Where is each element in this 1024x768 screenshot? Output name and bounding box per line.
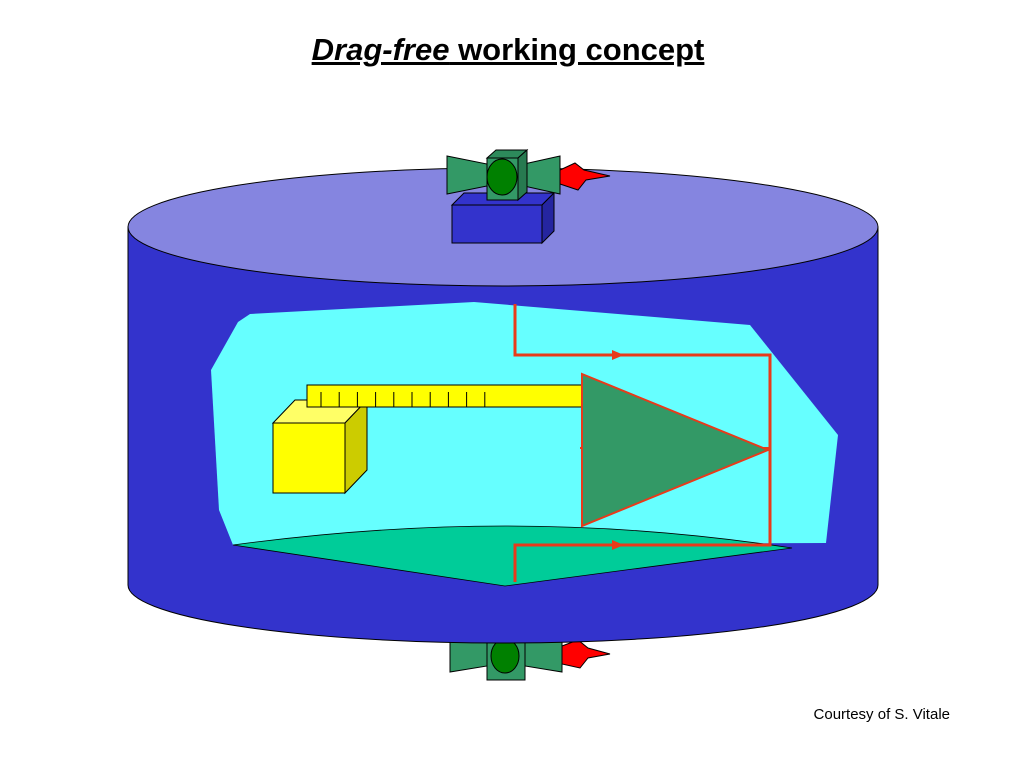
cavity-floor bbox=[232, 525, 793, 587]
top-exhaust-flame-icon bbox=[559, 162, 611, 191]
yellow-cube bbox=[271, 398, 369, 495]
page-title: Drag-free working concept bbox=[0, 32, 1016, 68]
scale-beam bbox=[306, 384, 586, 408]
thruster-base-front bbox=[451, 204, 543, 244]
lower-arrow-icon bbox=[612, 540, 624, 550]
triangle-sensor bbox=[581, 372, 771, 528]
title-emphasis: Drag-free bbox=[311, 32, 450, 67]
bottom-thruster-nozzle bbox=[490, 638, 520, 674]
top-thruster-body-side bbox=[517, 148, 528, 202]
title-rest: working concept bbox=[449, 32, 705, 67]
scale-bar bbox=[306, 384, 586, 408]
scale-ticks bbox=[320, 392, 486, 407]
cube-front bbox=[272, 422, 346, 494]
top-thruster-nozzle bbox=[486, 158, 518, 196]
bottom-exhaust-flame-icon bbox=[561, 639, 611, 669]
credit-text: Courtesy of S. Vitale bbox=[813, 706, 950, 723]
top-thruster-icon bbox=[446, 148, 611, 245]
upper-arrow-icon bbox=[612, 350, 624, 360]
